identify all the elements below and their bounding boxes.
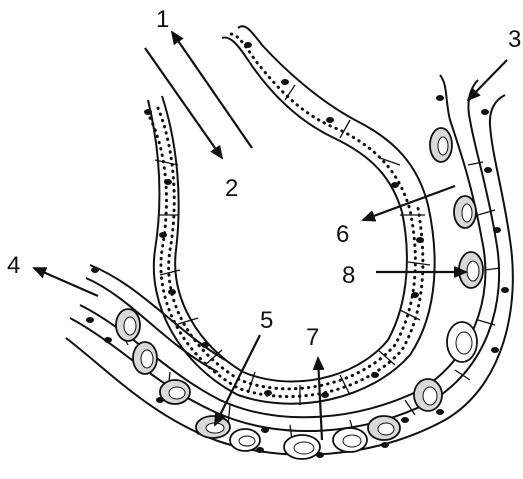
rbc — [116, 309, 140, 341]
label-3: 3 — [508, 26, 521, 53]
rbc — [133, 342, 157, 374]
rbc — [430, 128, 452, 162]
rbc — [459, 252, 483, 288]
label-2: 2 — [225, 175, 238, 202]
rbc — [414, 379, 442, 411]
rbc — [368, 416, 400, 440]
rbc — [196, 416, 230, 438]
rbc — [160, 380, 190, 404]
label-7: 7 — [306, 324, 319, 351]
rbc — [333, 428, 367, 452]
label-4: 4 — [7, 252, 20, 279]
label-6: 6 — [336, 221, 349, 248]
surfactant-layer — [150, 34, 423, 397]
rbc — [284, 435, 320, 459]
label-8: 8 — [342, 262, 355, 289]
rbc — [230, 429, 260, 451]
labels: 1 2 3 4 5 6 7 8 — [7, 6, 521, 351]
arrow-3 — [468, 60, 507, 100]
label-5: 5 — [260, 307, 273, 334]
arrow-4 — [34, 268, 98, 296]
arrow-7 — [318, 358, 322, 440]
label-1: 1 — [156, 6, 169, 33]
rbc — [447, 322, 477, 362]
rbc — [454, 196, 476, 228]
